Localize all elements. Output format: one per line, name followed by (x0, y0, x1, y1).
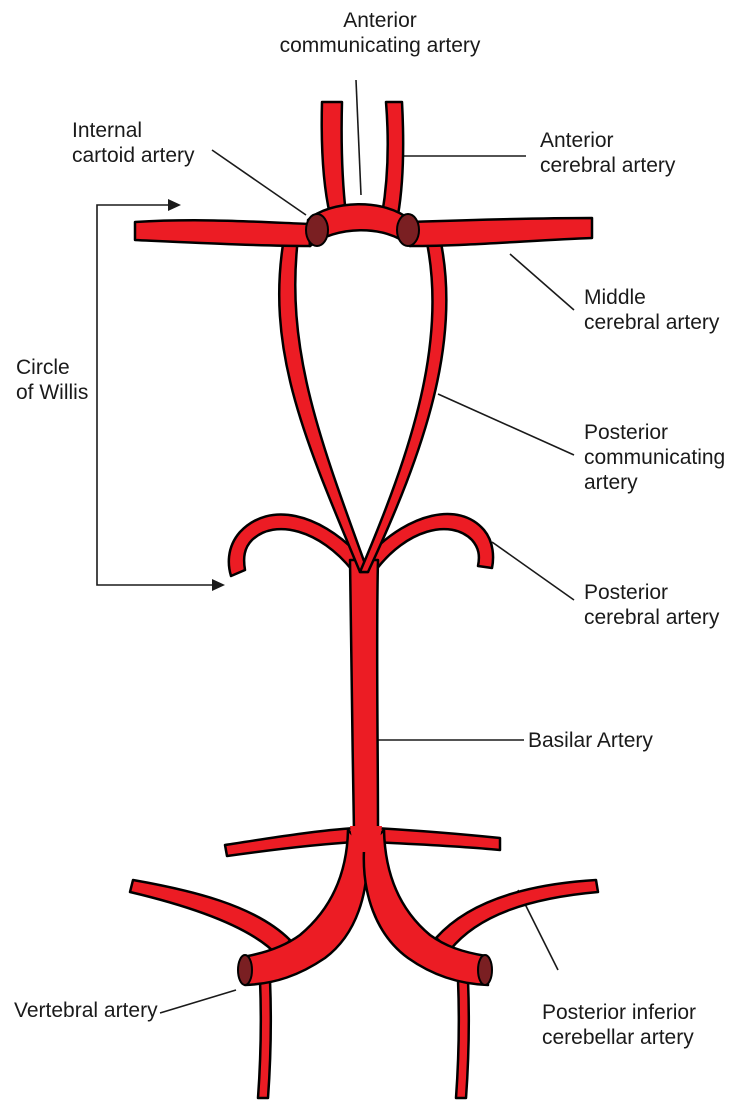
vertebral-lower (256, 978, 471, 1100)
label-posterior-inferior-cerebellar-artery: Posterior inferior cerebellar artery (542, 1001, 697, 1049)
leader-vertebral (159, 989, 237, 1014)
posterior-communicating-arteries (277, 236, 448, 574)
vertebral-ends (237, 954, 493, 986)
posterior-cerebral-arteries (227, 512, 495, 578)
middle-cerebral-arteries (133, 203, 594, 248)
internal-carotid-nodes (305, 213, 420, 247)
label-anterior-cerebral-artery: Anterior cerebral artery (540, 129, 676, 177)
leader-internal-carotid (211, 149, 307, 216)
basilar-artery (348, 558, 380, 834)
label-circle-of-willis: Circle of Willis (16, 356, 89, 404)
leader-middle-cerebral (509, 253, 575, 311)
leader-lines (159, 79, 575, 1014)
label-anterior-communicating-artery: Anterior communicating artery (279, 9, 481, 57)
pica-branches (128, 878, 600, 958)
label-internal-carotid-artery: Internal cartoid artery (72, 119, 195, 167)
leader-anterior-communicating (355, 79, 362, 196)
anterior-cerebral-arteries (320, 100, 405, 217)
label-vertebral-artery: Vertebral artery (14, 999, 158, 1022)
leader-posterior-cerebral (491, 541, 575, 601)
label-posterior-cerebral-artery: Posterior cerebral artery (584, 581, 720, 629)
label-posterior-communicating-artery: Posterior communicating artery (584, 421, 726, 494)
label-middle-cerebral-artery: Middle cerebral artery (584, 286, 720, 334)
leader-posterior-communicating (437, 393, 575, 456)
circle-of-willis-bracket (96, 199, 225, 591)
label-basilar-artery: Basilar Artery (528, 729, 653, 752)
